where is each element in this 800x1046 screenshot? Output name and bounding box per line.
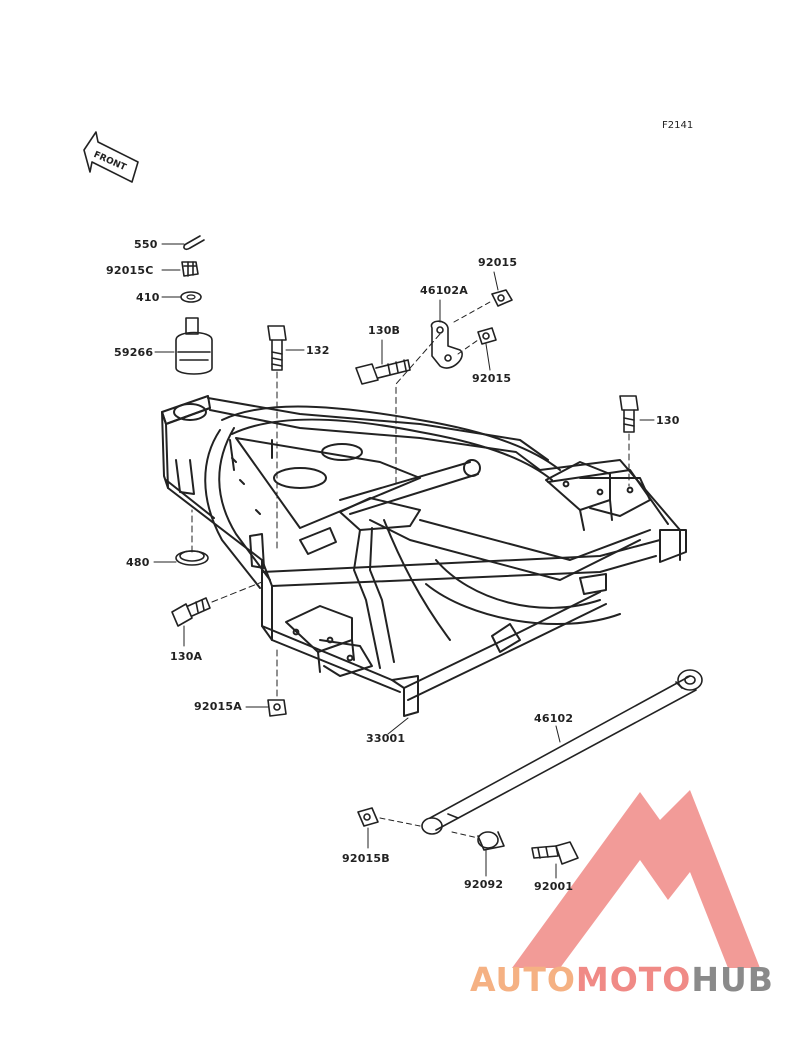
ball-joint-59266 [175,317,213,375]
bolt-132 [267,325,287,549]
circlip-480 [175,509,209,566]
nut-92015-mid [457,327,497,355]
part-label-92001: 92001 [534,880,574,893]
leader-lines [153,243,655,879]
nut-92015B [357,807,421,827]
part-label-33001: 33001 [366,732,406,745]
watermark-logo [512,790,760,968]
part-label-130B: 130B [368,324,401,337]
part-label-92015C: 92015C [106,264,154,277]
part-label-132: 132 [306,344,330,357]
part-label-92015-top: 92015 [478,256,518,269]
watermark-part-auto: AUTO [470,960,576,999]
watermark-part-hub: HUB [691,960,774,999]
spacer-92092 [451,831,505,851]
part-label-130: 130 [656,414,680,427]
bolt-130 [619,395,639,487]
part-label-46102: 46102 [534,712,574,725]
figure-code: F2141 [662,120,694,131]
part-label-410: 410 [136,291,160,304]
nut-92015-top [453,289,513,323]
part-label-130A: 130A [170,650,203,663]
part-label-92015A: 92015A [194,700,242,713]
part-label-480: 480 [126,556,150,569]
nut-92015A [267,647,287,717]
front-arrow-icon [83,131,139,183]
part-label-92015B: 92015B [342,852,390,865]
part-label-59266: 59266 [114,346,154,359]
cotter-pin-550 [183,235,205,251]
tie-rod-46102 [421,669,703,835]
castle-nut-92015C [181,261,199,277]
frame-33001 [161,395,687,717]
watermark-part-moto: MOTO [575,960,692,999]
watermark-text: AUTOMOTOHUB [470,960,774,999]
washer-410 [180,291,202,303]
part-label-92015-mid: 92015 [472,372,512,385]
link-plate-46102A [395,320,463,485]
part-label-92092: 92092 [464,878,504,891]
part-label-550: 550 [134,238,158,251]
bolt-92001 [531,841,579,865]
bolt-130B [355,359,411,385]
bolt-130A [171,581,263,627]
part-label-46102A: 46102A [420,284,468,297]
